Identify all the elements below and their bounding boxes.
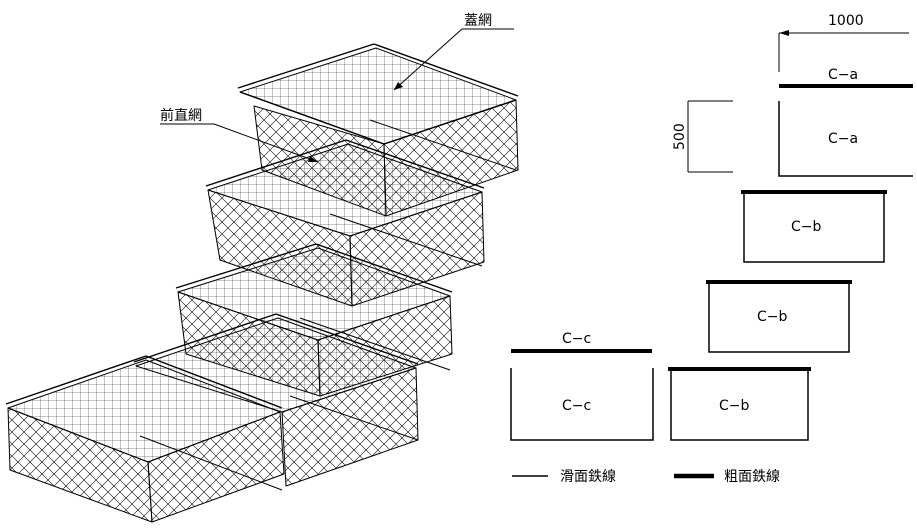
width-dimension: 1000 [778, 13, 909, 72]
panel-cb-1-label: C−b [791, 219, 822, 235]
lid-net-callout: 蓋網 [393, 13, 514, 91]
panel-cb-3: C−b [668, 367, 811, 441]
lid-net-label: 蓋網 [464, 13, 492, 29]
height-dimension: 500 [672, 100, 733, 173]
panel-cb-2-label: C−b [757, 309, 788, 325]
legend-rough-label: 粗面鉄線 [724, 469, 780, 485]
front-net-label: 前直網 [160, 107, 202, 124]
front-net-callout: 前直網 [160, 107, 319, 163]
gabion-box-bottom-left [5, 355, 285, 523]
height-dimension-label: 500 [672, 123, 688, 150]
panel-cb-2: C−b [706, 280, 852, 353]
gabion-box-top [237, 43, 519, 217]
panel-cc-box-label: C−c [562, 398, 591, 414]
panel-ca-box: C−a [778, 101, 913, 177]
panel-cc-top-label: C−c [562, 331, 591, 347]
panel-ca-top-label: C−a [828, 67, 858, 83]
stepped-gabion-structure [5, 43, 519, 523]
panel-ca-top: C−a [779, 67, 913, 88]
width-dimension-label: 1000 [828, 13, 864, 29]
panel-ca-box-label: C−a [828, 131, 858, 147]
legend-smooth-label: 滑面鉄線 [560, 468, 616, 485]
panel-cc-top: C−c [511, 331, 652, 353]
legend: 滑面鉄線 粗面鉄線 [512, 468, 780, 485]
panel-cc-box: C−c [510, 368, 654, 441]
panel-cb-3-label: C−b [719, 398, 750, 414]
panel-cb-1: C−b [741, 190, 887, 263]
